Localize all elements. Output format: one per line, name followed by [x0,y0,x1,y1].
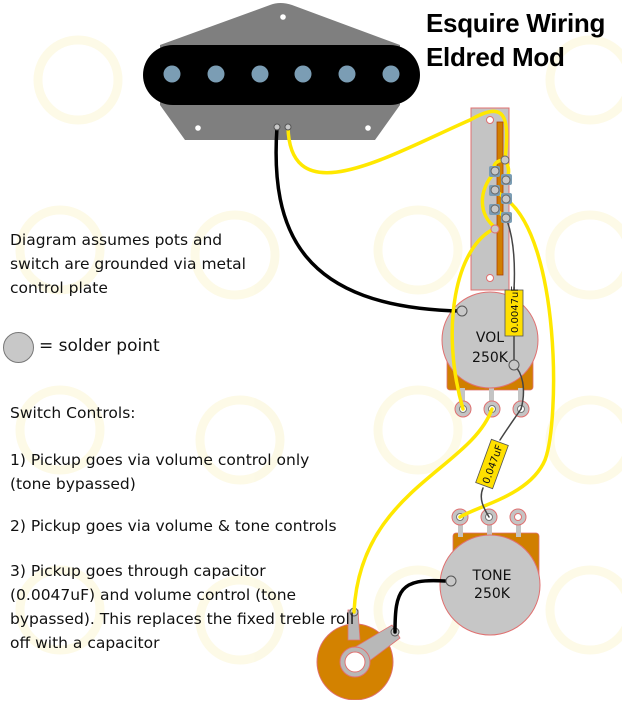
wire-pickup-ground [274,125,464,313]
switch-lug [501,175,511,185]
switch-mount-hole [486,274,494,282]
switch-lugs [489,155,512,234]
switch-position-1: 1) Pickup goes via volume control only (… [10,451,310,493]
tone-pot-value: 250K [474,586,511,602]
tone-pot: TONE 250K [439,508,541,636]
wire-cap-tone-bottom [480,487,490,518]
wire-volume-to-jack [352,407,494,614]
pole-piece [207,65,225,83]
switch-lug [501,213,511,223]
diagram-title: Esquire Wiring Eldred Mod [426,6,605,74]
tone-pot-body [439,534,541,636]
solder-point-pickup-ground [273,123,281,131]
pole-piece [163,65,181,83]
solder-point-pickup-hot [284,123,292,131]
switch-lug [490,224,500,234]
switch-lug [490,185,500,195]
switch-mount-hole [486,116,494,124]
capacitor-0.0047uF: 0.0047uF [504,286,524,337]
solder-point-volume-ground [456,305,468,317]
pole-pieces [163,65,400,83]
pole-piece [338,65,356,83]
tone-pot-label: TONE [472,568,512,584]
solder-point-tone-ground [445,575,457,587]
wire-jack-ground [393,578,447,634]
wire-cap-switch [505,217,516,291]
pole-piece [251,65,269,83]
telecaster-bridge-pickup [143,3,420,140]
mounting-hole [365,125,371,131]
capacitor-0.047uF: 0.047uF [475,438,509,490]
switch-position-2: 2) Pickup goes via volume & tone control… [10,517,337,535]
grounding-note: Diagram assumes pots and switch are grou… [10,231,246,297]
switch-lug [490,166,500,176]
switch-lug [501,194,511,204]
wire-switch-to-lug [480,170,498,230]
mounting-hole [280,14,286,20]
solder-point-volume-body [508,359,520,371]
switch-position-3: 3) Pickup goes through capacitor (0.0047… [10,562,355,652]
tone-lugs [451,508,527,526]
switch-controls-heading: Switch Controls: [10,404,136,422]
wire-cap-tone-top [499,408,522,441]
volume-pot-label: VOL [476,330,504,346]
capacitor-switch-label: 0.0047uF [510,286,521,333]
switch-lug [500,155,510,165]
title-line-2: Eldred Mod [426,42,565,72]
pole-piece [294,65,312,83]
wire-switch-to-tone [458,197,556,519]
title-line-1: Esquire Wiring [426,8,606,38]
mounting-hole [195,125,201,131]
pole-piece [382,65,400,83]
wire-switch-to-volume-in [450,226,498,411]
wire-pickup-hot [286,109,509,175]
pickup-bobbin [143,45,420,105]
solder-point-legend-icon [3,332,34,363]
solder-point-legend-label: = solder point [39,336,160,356]
switch-lug [490,204,500,214]
volume-pot-value: 250K [472,350,509,366]
solder-points [273,123,520,587]
